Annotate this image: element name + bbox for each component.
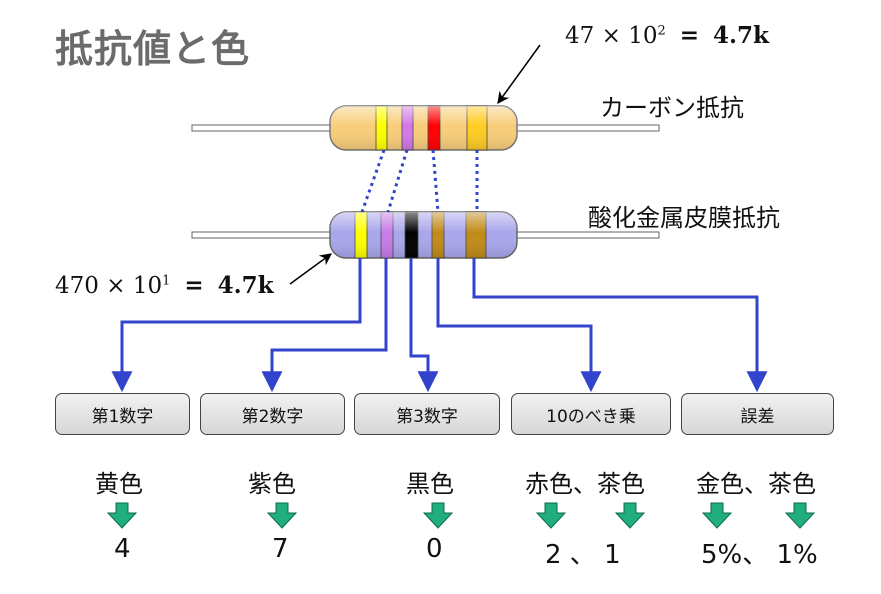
metal-formula-ten: 10 <box>132 273 163 299</box>
arrow-first-digit <box>111 258 362 393</box>
color-name-first-digit: 黄色 <box>95 470 143 498</box>
green-down-arrow-icon <box>701 502 733 529</box>
carbon-lead-right <box>513 124 660 132</box>
carbon-gloss <box>330 106 517 150</box>
green-down-arrow-icon <box>535 502 567 529</box>
category-box-third-digit: 第3数字 <box>354 393 500 435</box>
metal-formula-times: × <box>106 273 126 299</box>
value-third-digit: 0 <box>426 534 443 564</box>
band-to-category-arrows <box>111 258 768 393</box>
carbon-formula-pointer <box>497 44 541 104</box>
category-box-first-digit: 第1数字 <box>55 393 190 435</box>
arrow-tolerance <box>472 258 768 393</box>
dotted-line-band-1 <box>360 149 386 213</box>
value-first-digit: 4 <box>114 534 131 564</box>
color-name-second-digit: 紫色 <box>248 470 296 498</box>
metal-resistor-label: 酸化金属皮膜抵抗 <box>588 204 780 232</box>
carbon-formula-times: × <box>601 23 621 49</box>
green-down-arrow-icon <box>422 502 454 529</box>
color-name-tolerance: 金色、茶色 <box>696 470 816 498</box>
arrow-multiplier <box>436 258 602 393</box>
band-correspondence-lines <box>360 149 479 213</box>
value-multiplier: 2 、 1 <box>545 540 621 570</box>
metal-formula-equals: = <box>184 272 204 299</box>
dotted-line-band-3 <box>431 149 440 213</box>
value-tolerance: 5%、 1% <box>701 540 818 570</box>
metal-resistor <box>191 211 660 259</box>
color-name-multiplier: 赤色、茶色 <box>525 470 645 498</box>
value-second-digit: 7 <box>272 534 289 564</box>
carbon-formula-ten: 10 <box>628 23 658 49</box>
metal-formula-pointer <box>289 253 332 285</box>
carbon-formula-base: 47 <box>565 23 595 49</box>
arrow-third-digit <box>409 258 439 393</box>
green-down-arrow-icon <box>266 502 298 529</box>
metal-lead-right <box>513 231 660 239</box>
carbon-formula: 47 × 102 = 4.7k <box>565 22 769 49</box>
green-down-arrow-icon <box>106 502 138 529</box>
carbon-formula-result: 4.7k <box>713 22 769 49</box>
metal-lead-left <box>191 231 336 239</box>
metal-gloss <box>330 212 517 258</box>
metal-formula-base: 470 <box>55 273 99 299</box>
green-down-arrow-icon <box>784 502 816 529</box>
dotted-line-band-2 <box>386 149 409 213</box>
carbon-resistor-label: カーボン抵抗 <box>600 94 744 122</box>
page-title: 抵抗値と色 <box>55 27 251 71</box>
category-box-second-digit: 第2数字 <box>200 393 345 435</box>
metal-formula-exp: 1 <box>162 273 171 289</box>
color-name-third-digit: 黒色 <box>406 470 454 498</box>
green-down-arrow-icon <box>614 502 646 529</box>
green-down-arrows <box>106 502 816 529</box>
metal-formula-result: 4.7k <box>217 272 274 299</box>
carbon-resistor <box>191 105 660 151</box>
metal-formula: 470 × 101 = 4.7k <box>55 272 274 299</box>
category-box-tolerance: 誤差 <box>681 393 834 435</box>
category-box-multiplier: 10のべき乗 <box>511 393 671 435</box>
carbon-lead-left <box>191 124 336 132</box>
carbon-formula-exp: 2 <box>657 23 666 39</box>
carbon-formula-equals: = <box>679 22 700 49</box>
arrow-second-digit <box>261 258 388 393</box>
